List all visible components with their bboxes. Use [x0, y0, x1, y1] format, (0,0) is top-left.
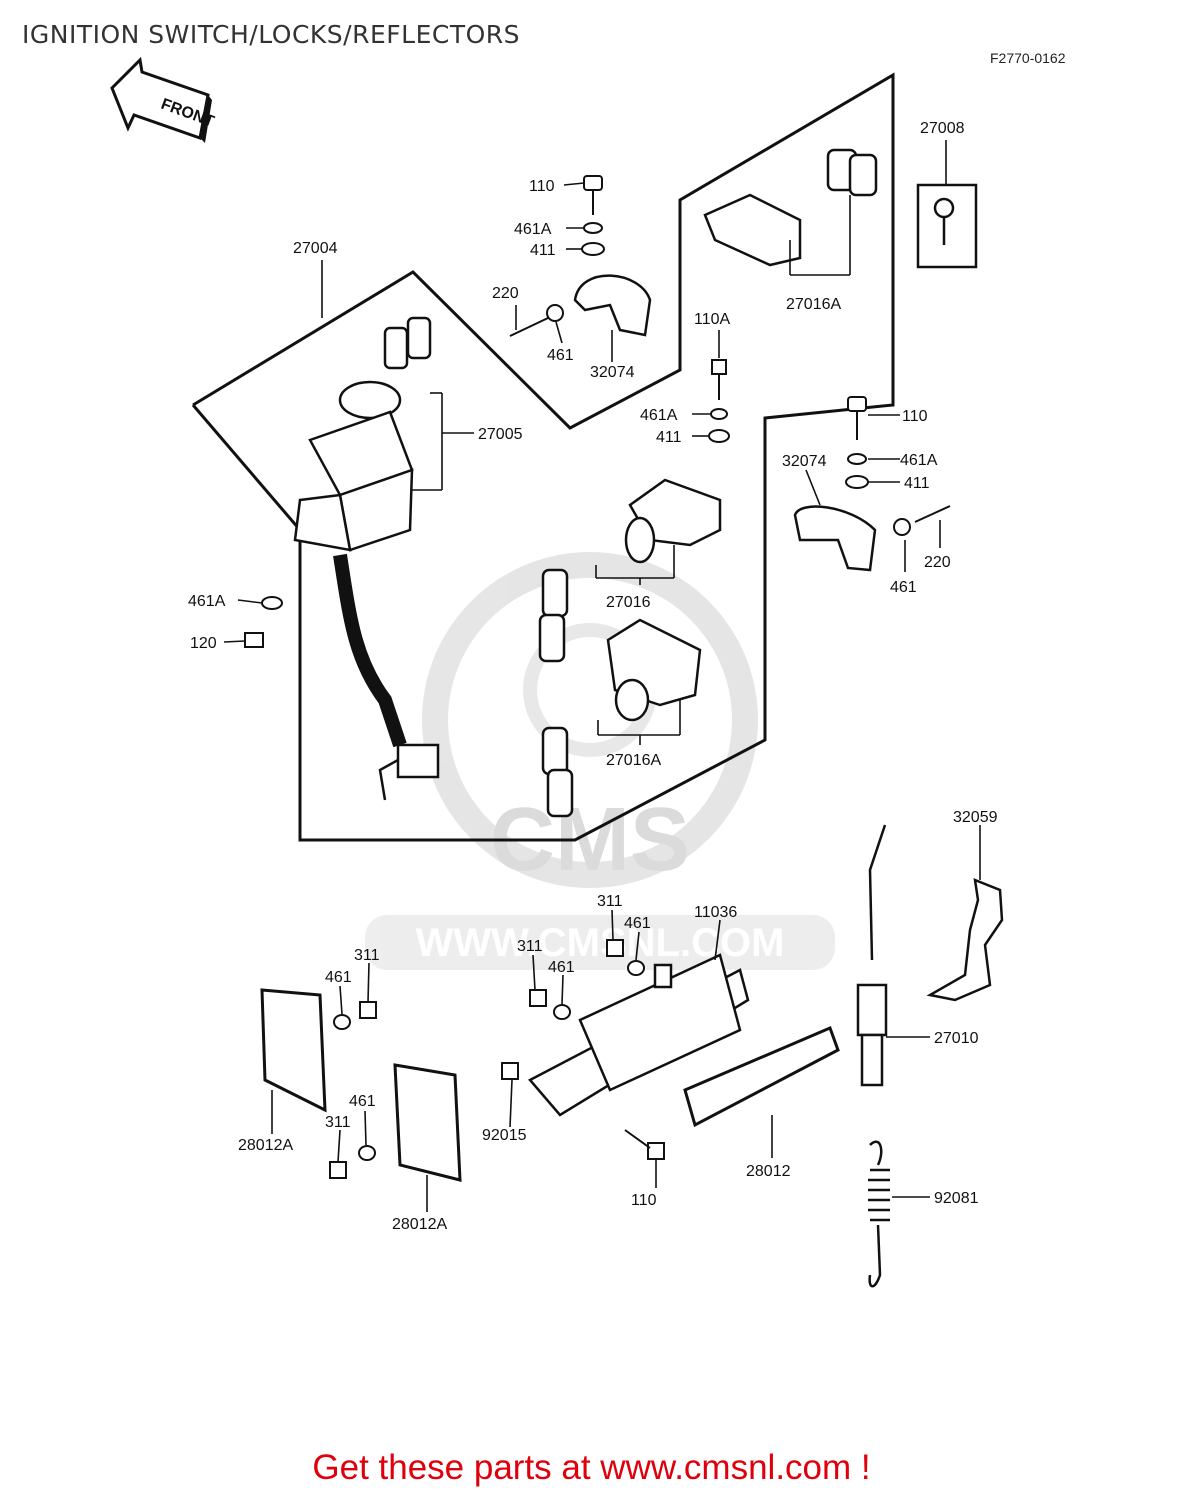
part-label: 11036 — [694, 904, 737, 921]
part-label: 28012 — [746, 1163, 791, 1180]
part-label: 27016 — [606, 594, 651, 611]
part-label: 27004 — [293, 240, 338, 257]
part-label: 120 — [190, 635, 217, 652]
part-label: 461A — [514, 221, 552, 238]
part-label: 32059 — [953, 809, 998, 826]
part-label: 461A — [900, 452, 938, 469]
part-label: 28012A — [392, 1216, 447, 1233]
part-label: 461 — [548, 959, 575, 976]
ignition-switch-icon — [293, 316, 440, 801]
reflector-28012a-left-icon — [260, 988, 327, 1113]
part-label: 311 — [354, 947, 380, 964]
part-label: 32074 — [782, 453, 827, 470]
spring-92081-icon — [868, 1140, 890, 1288]
lock-27016a-icon — [541, 618, 702, 818]
part-label: 220 — [924, 554, 951, 571]
part-label: 27008 — [920, 120, 965, 137]
part-label: 461 — [349, 1093, 376, 1110]
part-label: 461 — [547, 347, 574, 364]
part-label: 411 — [530, 242, 556, 259]
part-label: 92081 — [934, 1190, 979, 1207]
cmsnl-watermark: CMS WWW.CMSNL.COM — [365, 552, 835, 970]
lock-27016-icon — [538, 478, 722, 663]
reflector-28012-icon — [683, 1025, 840, 1128]
handlebar-lock-icon — [703, 148, 878, 267]
switch-27010-icon — [856, 824, 888, 1087]
figure-code: F2770-0162 — [990, 50, 1066, 66]
part-label: 27010 — [934, 1030, 979, 1047]
page-title: IGNITION SWITCH/LOCKS/REFLECTORS — [22, 20, 521, 49]
part-label: 220 — [492, 285, 519, 302]
part-labels: 110 461A 411 220 461 32074 27016A 27008 … — [188, 120, 998, 1233]
part-label: 461A — [188, 593, 226, 610]
part-label: 27016A — [786, 296, 841, 313]
part-label: 28012A — [238, 1137, 293, 1154]
reflector-28012a-lower-icon — [393, 1063, 462, 1182]
front-arrow-icon: FRONT — [110, 56, 216, 143]
part-label: 110 — [902, 408, 928, 425]
part-label: 92015 — [482, 1127, 527, 1144]
footer-call-to-action[interactable]: Get these parts at www.cmsnl.com ! — [312, 1448, 871, 1487]
part-label: 311 — [325, 1114, 351, 1131]
bracket-32059-icon — [926, 878, 1004, 1002]
part-label: 110 — [631, 1192, 657, 1209]
assembly-group-outline — [191, 72, 895, 842]
license-bracket-icon — [528, 953, 750, 1117]
key-27008-icon — [916, 183, 978, 269]
fasteners — [244, 175, 951, 1179]
part-label: 311 — [597, 893, 623, 910]
clamp-32074-icon — [573, 274, 877, 572]
part-label: 461 — [325, 969, 352, 986]
watermark-url: WWW.CMSNL.COM — [416, 921, 785, 965]
part-label: 27005 — [478, 426, 523, 443]
part-label: 461A — [640, 407, 678, 424]
part-label: 110A — [694, 311, 731, 328]
part-label: 461 — [624, 915, 651, 932]
part-label: 110 — [529, 178, 555, 195]
part-label: 411 — [904, 475, 930, 492]
part-label: 32074 — [590, 364, 635, 381]
part-label: 411 — [656, 429, 682, 446]
part-label: 461 — [890, 579, 917, 596]
part-label: 27016A — [606, 752, 661, 769]
part-label: 311 — [517, 938, 543, 955]
leader-lines — [223, 140, 981, 1212]
